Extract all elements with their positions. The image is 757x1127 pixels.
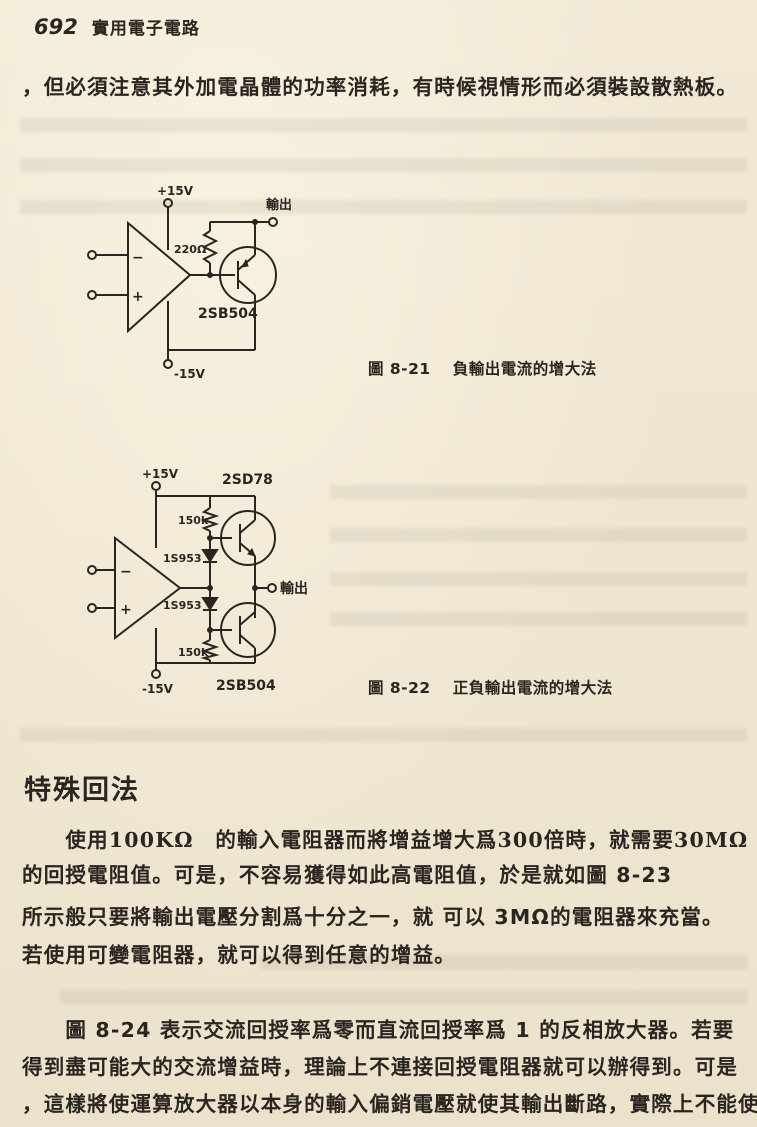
intro-text-line: ，但必須注意其外加電晶體的功率消耗，有時候視情形而必須裝設散熱板。 <box>22 75 739 99</box>
diode-icon <box>201 597 219 611</box>
transistor-bottom-label: 2SB504 <box>216 678 276 694</box>
inverting-input-label: − <box>120 564 132 580</box>
paragraph-line: ，這樣將使運算放大器以本身的輸入偏銷電壓就使其輸出斷路，實際上不能使 <box>22 1092 757 1116</box>
caption-title: 正負輸出電流的增大法 <box>452 679 613 697</box>
paragraph-line: 圖 8-24 表示交流回授率爲零而直流回授率爲 1 的反相放大器。若要 <box>22 1018 735 1042</box>
diode-bottom-label: 1S953 <box>163 599 202 612</box>
figure-8-22-caption: 圖 8-22 正負輸出電流的增大法 <box>368 676 613 698</box>
caption-number: 圖 8-22 <box>368 679 431 697</box>
bleed-through <box>330 485 747 499</box>
output-label: 輸出 <box>280 580 308 597</box>
pnp-transistor-icon <box>220 602 276 658</box>
opamp-icon <box>114 535 182 641</box>
noninverting-input-label: + <box>120 602 132 618</box>
book-title: 實用電子電路 <box>91 19 200 39</box>
bleed-through <box>20 200 747 214</box>
section-heading: 特殊回法 <box>24 775 140 806</box>
bleed-through <box>330 572 747 586</box>
input-terminal-icon <box>87 290 97 300</box>
npn-transistor-icon <box>220 510 276 566</box>
noninverting-input-label: + <box>132 289 144 305</box>
bleed-through <box>260 955 747 969</box>
opamp-icon <box>127 220 192 334</box>
vplus-label: +15V <box>157 184 194 198</box>
bleed-through <box>330 612 747 626</box>
paragraph-line: 若使用可變電阻器，就可以得到任意的增益。 <box>22 943 456 967</box>
figure-8-21-circuit: +15V -15V 輸出 220Ω 2SB504 − + <box>87 184 292 381</box>
diode-top-label: 1S953 <box>163 552 202 565</box>
vminus-label: -15V <box>174 367 206 381</box>
diode-icon <box>201 549 219 563</box>
paragraph-line: 所示般只要將輸出電壓分割爲十分之一，就 可以 3MΩ的電阻器來充當。 <box>22 905 724 929</box>
vplus-label: +15V <box>142 467 179 481</box>
figure-8-21-caption: 圖 8-21 負輸出電流的增大法 <box>368 357 597 379</box>
figure-8-22-circuit: +15V -15V 2SD78 2SB504 150k 150k 1S953 1… <box>87 467 308 696</box>
output-terminal-icon <box>268 217 278 227</box>
bleed-through <box>20 158 747 172</box>
paragraph-line: 使用100KΩ 的輸入電阻器而將增益增大爲300倍時，就需要30MΩ <box>22 828 749 852</box>
bleed-through <box>20 118 747 132</box>
caption-number: 圖 8-21 <box>368 360 431 378</box>
resistor-label: 220Ω <box>174 243 207 256</box>
transistor-label: 2SB504 <box>198 306 258 322</box>
running-header: 692 實用電子電路 <box>34 14 200 39</box>
pnp-transistor-icon <box>219 246 277 304</box>
bleed-through <box>20 728 747 742</box>
transistor-top-label: 2SD78 <box>222 472 273 488</box>
resistor-bottom-label: 150k <box>178 646 209 659</box>
input-terminal-icon <box>87 250 97 260</box>
caption-title: 負輸出電流的增大法 <box>452 360 597 378</box>
vminus-label: -15V <box>142 682 174 696</box>
paragraph-line: 的回授電阻值。可是，不容易獲得如此高電阻值，於是就如圖 8-23 <box>22 863 673 887</box>
bleed-through <box>60 990 747 1004</box>
resistor-top-label: 150k <box>178 514 209 527</box>
output-terminal-icon <box>267 583 277 593</box>
bleed-through <box>330 528 747 542</box>
output-label: 輸出 <box>266 197 292 213</box>
paragraph-line: 得到盡可能大的交流增益時，理論上不連接回授電阻器就可以辦得到。可是 <box>22 1055 739 1079</box>
inverting-input-label: − <box>132 250 144 266</box>
page-number: 692 <box>34 15 78 39</box>
